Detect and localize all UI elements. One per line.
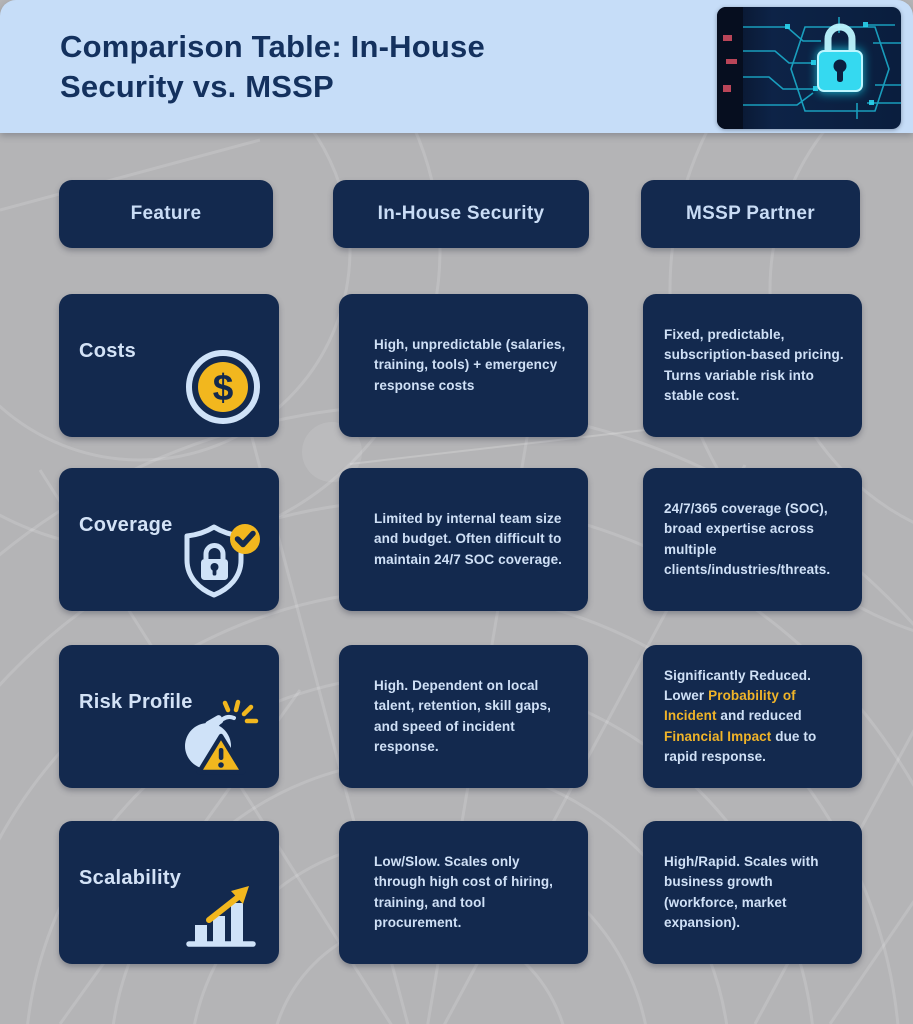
feature-label-risk-profile: Risk Profile bbox=[79, 691, 193, 713]
cell-text: High, unpredictable (salaries, training,… bbox=[374, 337, 566, 393]
cell-scalability-in-house: Low/Slow. Scales only through high cost … bbox=[339, 821, 588, 964]
cell-scalability-mssp: High/Rapid. Scales with business growth … bbox=[643, 821, 862, 964]
cell-text: Low/Slow. Scales only through high cost … bbox=[374, 854, 554, 930]
padlock-circuit-hero-image bbox=[717, 7, 901, 129]
feature-card-risk-profile: Risk Profile bbox=[59, 645, 279, 788]
cell-text-highlighted: Significantly Reduced. Lower Probability… bbox=[664, 667, 817, 764]
growth-bar-chart-icon bbox=[186, 886, 256, 947]
cell-costs-mssp: Fixed, predictable, subscription-based p… bbox=[643, 294, 862, 437]
feature-label-scalability: Scalability bbox=[79, 867, 182, 889]
cell-coverage-in-house: Limited by internal team size and budget… bbox=[339, 468, 588, 611]
cell-coverage-mssp: 24/7/365 coverage (SOC), broad expertise… bbox=[643, 468, 862, 611]
page-title: Comparison Table: In-House Security vs. … bbox=[60, 29, 485, 105]
cell-text: High. Dependent on local talent, retenti… bbox=[374, 678, 552, 754]
cell-risk-in-house: High. Dependent on local talent, retenti… bbox=[339, 645, 588, 788]
cell-text: Fixed, predictable, subscription-based p… bbox=[664, 327, 844, 403]
dollar-coin-icon: $ bbox=[186, 350, 260, 424]
column-header-mssp: MSSP Partner bbox=[641, 180, 860, 248]
column-header-feature-label: Feature bbox=[130, 203, 202, 224]
feature-card-scalability: Scalability bbox=[59, 821, 279, 964]
cell-text: 24/7/365 coverage (SOC), broad expertise… bbox=[664, 501, 831, 577]
cell-costs-in-house: High, unpredictable (salaries, training,… bbox=[339, 294, 588, 437]
bomb-warning-icon bbox=[185, 699, 259, 775]
feature-card-coverage: Coverage bbox=[59, 468, 279, 611]
header-band: Comparison Table: In-House Security vs. … bbox=[0, 0, 913, 133]
cell-risk-mssp: Significantly Reduced. Lower Probability… bbox=[643, 645, 862, 788]
column-header-in-house: In-House Security bbox=[333, 180, 589, 248]
column-header-in-house-label: In-House Security bbox=[377, 203, 545, 224]
column-header-mssp-label: MSSP Partner bbox=[686, 203, 815, 224]
feature-card-costs: Costs $ bbox=[59, 294, 279, 437]
padlock-glyph bbox=[817, 23, 863, 93]
svg-text:$: $ bbox=[213, 367, 234, 408]
column-header-feature: Feature bbox=[59, 180, 273, 248]
cell-text: Limited by internal team size and budget… bbox=[374, 511, 563, 567]
shield-lock-check-icon bbox=[184, 524, 260, 598]
cell-text: High/Rapid. Scales with business growth … bbox=[664, 854, 819, 930]
feature-label-costs: Costs bbox=[79, 340, 137, 362]
feature-label-coverage: Coverage bbox=[79, 514, 173, 536]
